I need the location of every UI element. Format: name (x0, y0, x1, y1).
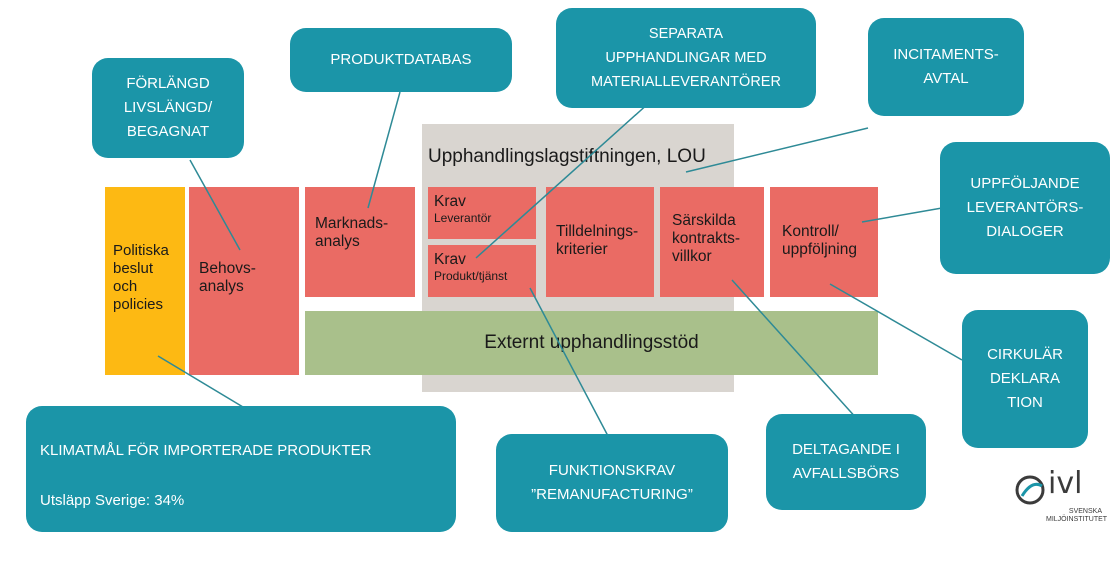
line-funktionskrav (529, 287, 609, 437)
krav-produkt-main: Krav (434, 251, 466, 268)
line-incitament (685, 127, 869, 173)
politiska-box: Politiska beslut och policies (105, 187, 185, 375)
callout-cirkular: CIRKULÄR DEKLARA TION (962, 310, 1088, 448)
klimat-line2: Utsläpp Utomlands: 66 % (40, 542, 210, 559)
callout-uppfoljande: UPPFÖLJANDE LEVERANTÖRS- DIALOGER (940, 142, 1110, 274)
line-deltagande (731, 279, 859, 421)
line-separata (475, 101, 651, 259)
klimat-title: KLIMATMÅL FÖR IMPORTERADE PRODUKTER (40, 442, 372, 459)
ivl-logo-mark-icon (1015, 475, 1045, 505)
ivl-logo-subtext: SVENSKA MILJÖINSTITUTET (1046, 508, 1108, 523)
ivl-logo-text: ivl (1048, 466, 1083, 501)
krav-leverantor-main: Krav (434, 193, 466, 210)
callout-funktionskrav: FUNKTIONSKRAV ”REMANUFACTURING” (496, 434, 728, 532)
sarskilda-box: Särskilda kontrakts- villkor (660, 187, 764, 297)
line-uppfoljande (861, 207, 943, 223)
callout-forlangd: FÖRLÄNGD LIVSLÄNGD/ BEGAGNAT (92, 58, 244, 158)
line-produktdatabas (367, 91, 401, 209)
connector-lines (157, 91, 963, 437)
behovsanalys-box: Behovs- analys (189, 187, 299, 375)
line-cirkular (829, 283, 963, 361)
line-klimat (157, 355, 249, 411)
krav-produkt-sub: Produkt/tjänst (434, 269, 508, 283)
krav-leverantor-box: Krav Leverantör (428, 187, 536, 239)
tilldelning-box: Tilldelnings- kriterier (546, 187, 654, 297)
ivl-logo: ivl SVENSKA MILJÖINSTITUTET (1012, 466, 1108, 532)
krav-produkt-box: Krav Produkt/tjänst (428, 245, 536, 297)
line-forlangd (189, 159, 241, 251)
kontroll-box: Kontroll/ uppföljning (770, 187, 878, 297)
callout-incitament: INCITAMENTS- AVTAL (868, 18, 1024, 116)
krav-leverantor-sub: Leverantör (434, 211, 492, 225)
callout-deltagande: DELTAGANDE I AVFALLSBÖRS (766, 414, 926, 510)
callout-produktdatabas: PRODUKTDATABAS (290, 28, 512, 92)
externt-box: Externt upphandlingsstöd (305, 311, 878, 375)
callout-klimat: KLIMATMÅL FÖR IMPORTERADE PRODUKTER Utsl… (26, 406, 456, 559)
klimat-line1: Utsläpp Sverige: 34% (40, 492, 185, 509)
externt-label: Externt upphandlingsstöd (484, 332, 699, 353)
callout-separata: SEPARATA UPPHANDLINGAR MED MATERIALLEVER… (556, 8, 816, 108)
marknadsanalys-box: Marknads- analys (305, 187, 415, 297)
lou-label: Upphandlingslagstiftningen, LOU (428, 146, 706, 167)
